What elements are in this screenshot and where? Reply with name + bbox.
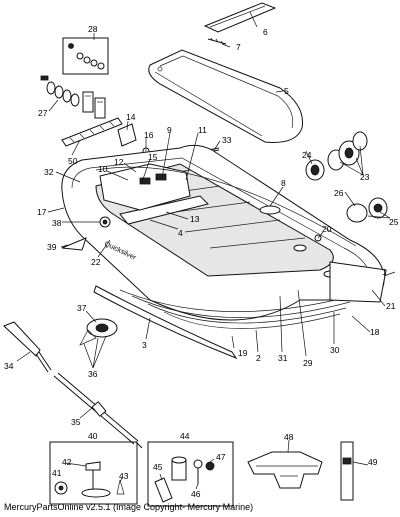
callout-22: 22 — [91, 257, 101, 267]
callout-23: 23 — [360, 172, 370, 182]
callout-30: 30 — [330, 345, 340, 355]
callout-14: 14 — [126, 112, 136, 122]
callout-39: 39 — [47, 242, 57, 252]
callout-24: 24 — [302, 150, 312, 160]
callout-19: 19 — [238, 348, 248, 358]
callout-16: 16 — [144, 130, 154, 140]
callout-10: 10 — [98, 164, 108, 174]
callout-35: 35 — [71, 417, 81, 427]
callout-8: 8 — [281, 178, 286, 188]
callout-47: 47 — [216, 452, 226, 462]
callout-50: 50 — [68, 156, 78, 166]
part-24-drawing — [305, 159, 325, 181]
callout-13: 13 — [190, 214, 200, 224]
box-40-pump-kit — [49, 441, 138, 505]
callout-33: 33 — [222, 135, 232, 145]
callout-4: 4 — [178, 228, 183, 238]
callout-18: 18 — [370, 327, 380, 337]
callout-45: 45 — [153, 462, 163, 472]
copyright-caption: MercuryPartsOnline v2.5.1 (Image Copyrig… — [4, 502, 254, 512]
callout-21: 21 — [386, 301, 396, 311]
box-44-kit — [147, 441, 234, 507]
leader-lines — [16, 11, 396, 490]
callout-1: 1 — [382, 267, 387, 277]
part-39-drawing — [61, 237, 87, 251]
part-5-drawing — [148, 49, 304, 143]
callout-40: 40 — [88, 431, 98, 441]
callout-29: 29 — [303, 358, 313, 368]
callout-32: 32 — [44, 167, 54, 177]
callout-41: 41 — [52, 468, 62, 478]
callout-5: 5 — [284, 86, 289, 96]
callout-42: 42 — [62, 457, 72, 467]
part-3-drawing — [93, 285, 238, 360]
callout-36: 36 — [88, 369, 98, 379]
callout-26: 26 — [334, 188, 344, 198]
part-7-drawing — [207, 37, 227, 45]
callout-44: 44 — [180, 431, 190, 441]
callout-6: 6 — [263, 27, 268, 37]
callout-34: 34 — [4, 361, 14, 371]
callout-25: 25 — [389, 217, 399, 227]
part-6-drawing — [203, 2, 277, 33]
part-23-drawing — [327, 131, 368, 171]
callout-20: 20 — [322, 224, 332, 234]
callout-11: 11 — [198, 125, 207, 135]
part-28-drawing — [62, 37, 109, 75]
callout-2: 2 — [256, 353, 261, 363]
callout-3: 3 — [142, 340, 147, 350]
callout-28: 28 — [88, 24, 98, 34]
callout-49: 49 — [368, 457, 378, 467]
part-49-drawing — [340, 441, 354, 501]
callout-labels: 1 2 3 4 5 6 7 8 9 10 11 12 13 14 15 16 1… — [4, 24, 399, 499]
callout-48: 48 — [284, 432, 294, 442]
callout-43: 43 — [119, 471, 129, 481]
callout-12: 12 — [114, 157, 124, 167]
part-25-drawing — [368, 197, 388, 219]
callout-46: 46 — [191, 489, 201, 499]
callout-27: 27 — [38, 108, 48, 118]
callout-31: 31 — [278, 353, 288, 363]
part-35-drawing — [53, 372, 143, 449]
part-34-drawing — [3, 321, 52, 373]
part-50-drawing — [61, 117, 123, 147]
part-48-drawing — [247, 451, 323, 489]
part-27-drawing — [40, 75, 106, 119]
callout-37: 37 — [77, 303, 87, 313]
callout-7: 7 — [236, 42, 241, 52]
callout-17: 17 — [37, 207, 47, 217]
boat-hull-drawing — [61, 144, 387, 329]
callout-9: 9 — [167, 125, 172, 135]
part-26-drawing — [346, 203, 368, 223]
part-37-drawing — [79, 318, 118, 346]
callout-15: 15 — [148, 152, 158, 162]
callout-38: 38 — [52, 218, 62, 228]
